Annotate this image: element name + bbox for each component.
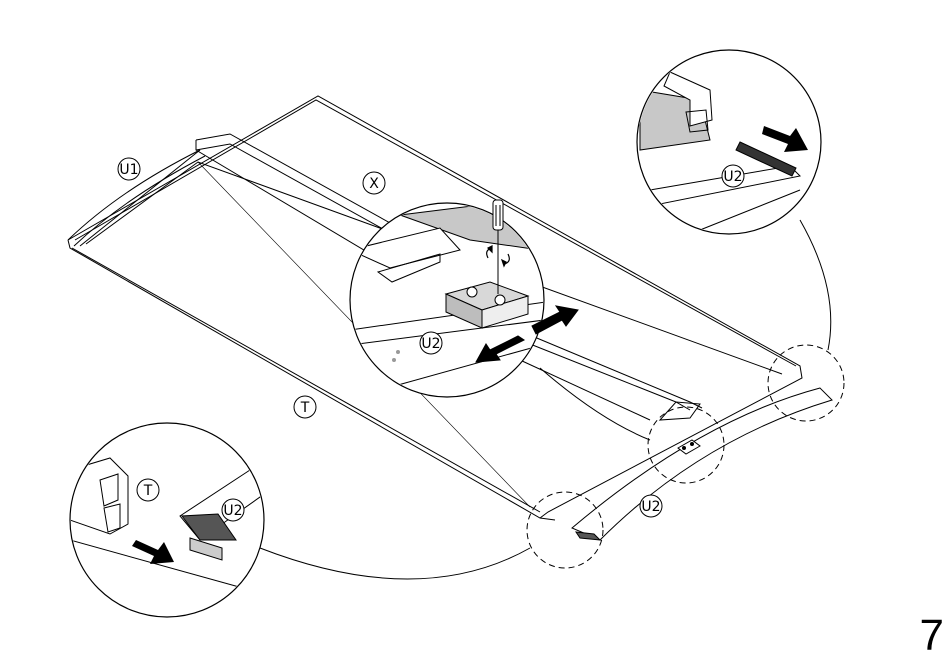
bottom-left-detail: T U2 [70, 423, 270, 617]
lower-rail [520, 336, 702, 420]
label-u2-top-right: U2 [722, 165, 744, 187]
label-t-bottom-left: T [137, 479, 159, 501]
detail-markers [527, 345, 844, 568]
label-u2-curve: U2 [640, 495, 662, 517]
svg-text:X: X [369, 176, 379, 192]
svg-text:U2: U2 [723, 169, 742, 185]
center-detail: U2 [350, 200, 578, 397]
svg-text:U2: U2 [641, 499, 660, 515]
leader-lines [260, 220, 831, 579]
svg-text:U1: U1 [119, 162, 138, 178]
svg-text:T: T [300, 400, 310, 416]
svg-text:U2: U2 [421, 336, 440, 352]
svg-text:U2: U2 [223, 503, 242, 519]
svg-text:T: T [143, 483, 153, 499]
label-x: X [363, 172, 385, 194]
step-number: 7 [920, 614, 944, 658]
label-u2-center: U2 [420, 332, 442, 354]
label-u1: U1 [118, 158, 140, 180]
top-right-detail: U2 [637, 50, 821, 234]
label-u2-bottom-left: U2 [222, 499, 244, 521]
label-t-main: T [294, 396, 316, 418]
